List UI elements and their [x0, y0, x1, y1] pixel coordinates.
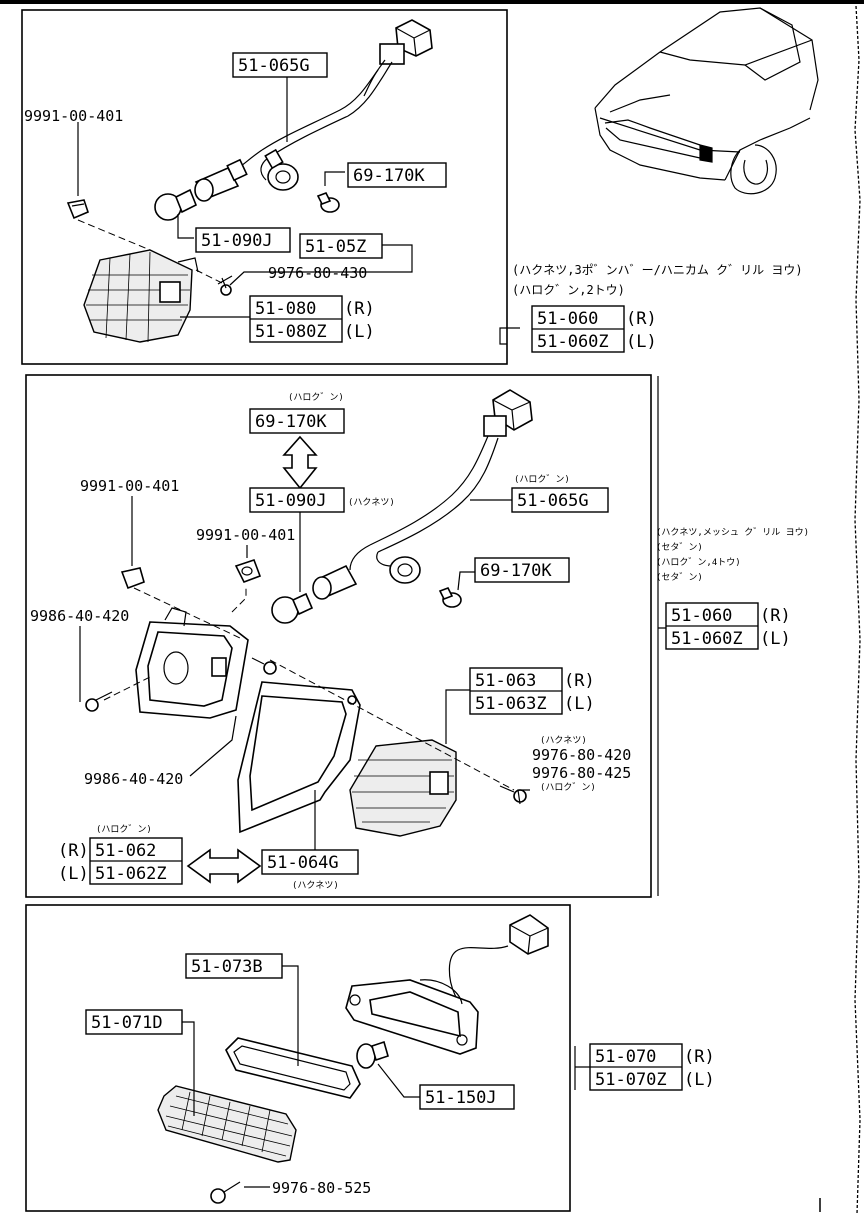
- bezel-inc-note: (ハクネツ): [292, 880, 339, 891]
- bulb-icon: [356, 1040, 389, 1069]
- bulb-icon: [271, 592, 314, 624]
- screw-icon: [210, 1181, 241, 1204]
- assy-note-line4: (セタ゛ン): [656, 572, 703, 583]
- assy-note-line2: (セタ゛ン): [656, 542, 703, 553]
- assy-side-r: (R): [626, 309, 657, 329]
- assy-note-line3: (ハロク゛ン,4トウ): [656, 557, 741, 568]
- lens-side-r: (R): [564, 671, 595, 691]
- section2-labels: (ハロク゛ン) 69-170K 51-090J (ハクネツ) (ハロク゛ン) 5…: [30, 392, 809, 891]
- lens-part-label: 51-071D: [91, 1013, 163, 1033]
- screw-note-inc: (ハクネツ): [540, 735, 587, 746]
- section3-labels: 51-073B 51-071D 51-150J 9976-80-525 51-0…: [85, 953, 715, 1197]
- assy-note-line1: (ハクネツ,メッシュ ク゛リル ヨウ): [656, 527, 809, 538]
- section1-labels: 51-065G 9991-00-401 69-170K 51-090J 51-0…: [24, 52, 803, 353]
- lamp-part-l-label: 51-080Z: [255, 322, 327, 342]
- assy-part-r-label: 51-060: [537, 309, 598, 329]
- bezel-side-l: (L): [58, 864, 89, 884]
- section-3-frame: [25, 904, 571, 1212]
- clip-part-left-label: 9991-00-401: [80, 477, 179, 495]
- lamp-assembly-icon: [349, 739, 457, 837]
- section3-drawings: [157, 914, 590, 1204]
- assy-part-r-label: 51-070: [595, 1047, 656, 1067]
- assy-side-l: (L): [684, 1070, 715, 1090]
- assy-side-l: (L): [760, 629, 791, 649]
- section2-drawings: [79, 376, 666, 896]
- harness-part-label: 51-065G: [517, 491, 589, 511]
- assy-side-r: (R): [684, 1047, 715, 1067]
- lamp-side-r: (R): [344, 299, 375, 319]
- gasket-icon: [225, 1037, 361, 1099]
- lens-icon: [157, 1085, 297, 1163]
- incandescent-note: (ハクネツ): [348, 497, 395, 508]
- screw-left-part-label: 9986-40-420: [30, 607, 129, 625]
- assy-note-line2: (ハロク゛ン,2トウ): [512, 283, 625, 297]
- bezel-part-r-label: 51-062: [95, 841, 156, 861]
- bulb-small-icon: [316, 191, 340, 213]
- screw-part-label: 9976-80-525: [272, 1179, 371, 1197]
- socket-icon: [312, 564, 358, 600]
- lamp-part-r-label: 51-080: [255, 299, 316, 319]
- section-1-frame: [21, 9, 508, 365]
- section1-drawings: [66, 19, 520, 345]
- bulb-small-part-label: 69-170K: [353, 166, 425, 186]
- clip-part-label: 9991-00-401: [24, 107, 123, 125]
- lens-part-r-label: 51-063: [475, 671, 536, 691]
- screw-hal-part-label: 9976-80-425: [532, 764, 631, 782]
- clip-part-mid-label: 9991-00-401: [196, 526, 295, 544]
- bezel-side-r: (R): [58, 841, 89, 861]
- lamp-housing-icon: [135, 607, 249, 719]
- screw-icon: [251, 657, 277, 675]
- assy-note-line1: (ハクネツ,3ポ゛ンハ゛ー/ハニカム ク゛リル ヨウ): [512, 263, 803, 277]
- screw-part-label: 9976-80-430: [268, 264, 367, 282]
- bulb-part-label: 51-150J: [425, 1088, 497, 1108]
- lamp-assembly-icon: [83, 249, 199, 343]
- bezel-inc-part-label: 51-064G: [267, 853, 339, 873]
- assy-part-l-label: 51-070Z: [595, 1070, 667, 1090]
- socket-icon: [194, 158, 248, 202]
- bulb-part-label: 51-090J: [255, 491, 327, 511]
- screw-icon: [85, 691, 113, 712]
- connector-icon: [483, 389, 533, 437]
- bulb-part-label: 51-090J: [201, 231, 273, 251]
- gasket-part-label: 51-05Z: [305, 237, 366, 257]
- harness-part-label: 51-065G: [238, 56, 310, 76]
- assy-part-r-label: 51-060: [671, 606, 732, 626]
- assy-part-l-label: 51-060Z: [671, 629, 743, 649]
- clip-icon: [120, 567, 145, 590]
- lens-part-l-label: 51-063Z: [475, 694, 547, 714]
- double-arrow-icon: [282, 435, 318, 490]
- lens-side-l: (L): [564, 694, 595, 714]
- bulb-halogen-part-label: 69-170K: [255, 412, 327, 432]
- bezel-part-l-label: 51-062Z: [95, 864, 167, 884]
- assy-part-l-label: 51-060Z: [537, 332, 609, 352]
- connector-icon: [509, 914, 549, 955]
- screw-icon: [499, 785, 527, 803]
- socket-icon: [389, 556, 421, 584]
- bezel-note-hal: (ハロク゛ン): [96, 824, 152, 835]
- gasket-part-label: 51-073B: [191, 957, 263, 977]
- double-arrow-icon: [186, 848, 262, 884]
- car-front-illustration: [594, 7, 819, 195]
- screw-inc-part-label: 9976-80-420: [532, 746, 631, 764]
- section-2-frame: [25, 374, 652, 898]
- assy-side-l: (L): [626, 332, 657, 352]
- bulb-small-part-label: 69-170K: [480, 561, 552, 581]
- socket-icon: [264, 148, 299, 191]
- harness-note: (ハロク゛ン): [514, 474, 570, 485]
- lamp-housing-icon: [345, 979, 479, 1055]
- halogen-note-top: (ハロク゛ン): [288, 392, 344, 403]
- bezel-icon: [237, 681, 361, 834]
- bulb-icon: [154, 188, 198, 221]
- screw-note-hal: (ハロク゛ン): [540, 782, 596, 793]
- assy-side-r: (R): [760, 606, 791, 626]
- clip-icon: [234, 558, 262, 584]
- clip-icon: [66, 199, 89, 220]
- screw-mid-part-label: 9986-40-420: [84, 770, 183, 788]
- lamp-side-l: (L): [344, 322, 375, 342]
- screw-icon: [217, 275, 233, 296]
- connector-icon: [379, 19, 433, 65]
- bulb-small-icon: [438, 586, 462, 608]
